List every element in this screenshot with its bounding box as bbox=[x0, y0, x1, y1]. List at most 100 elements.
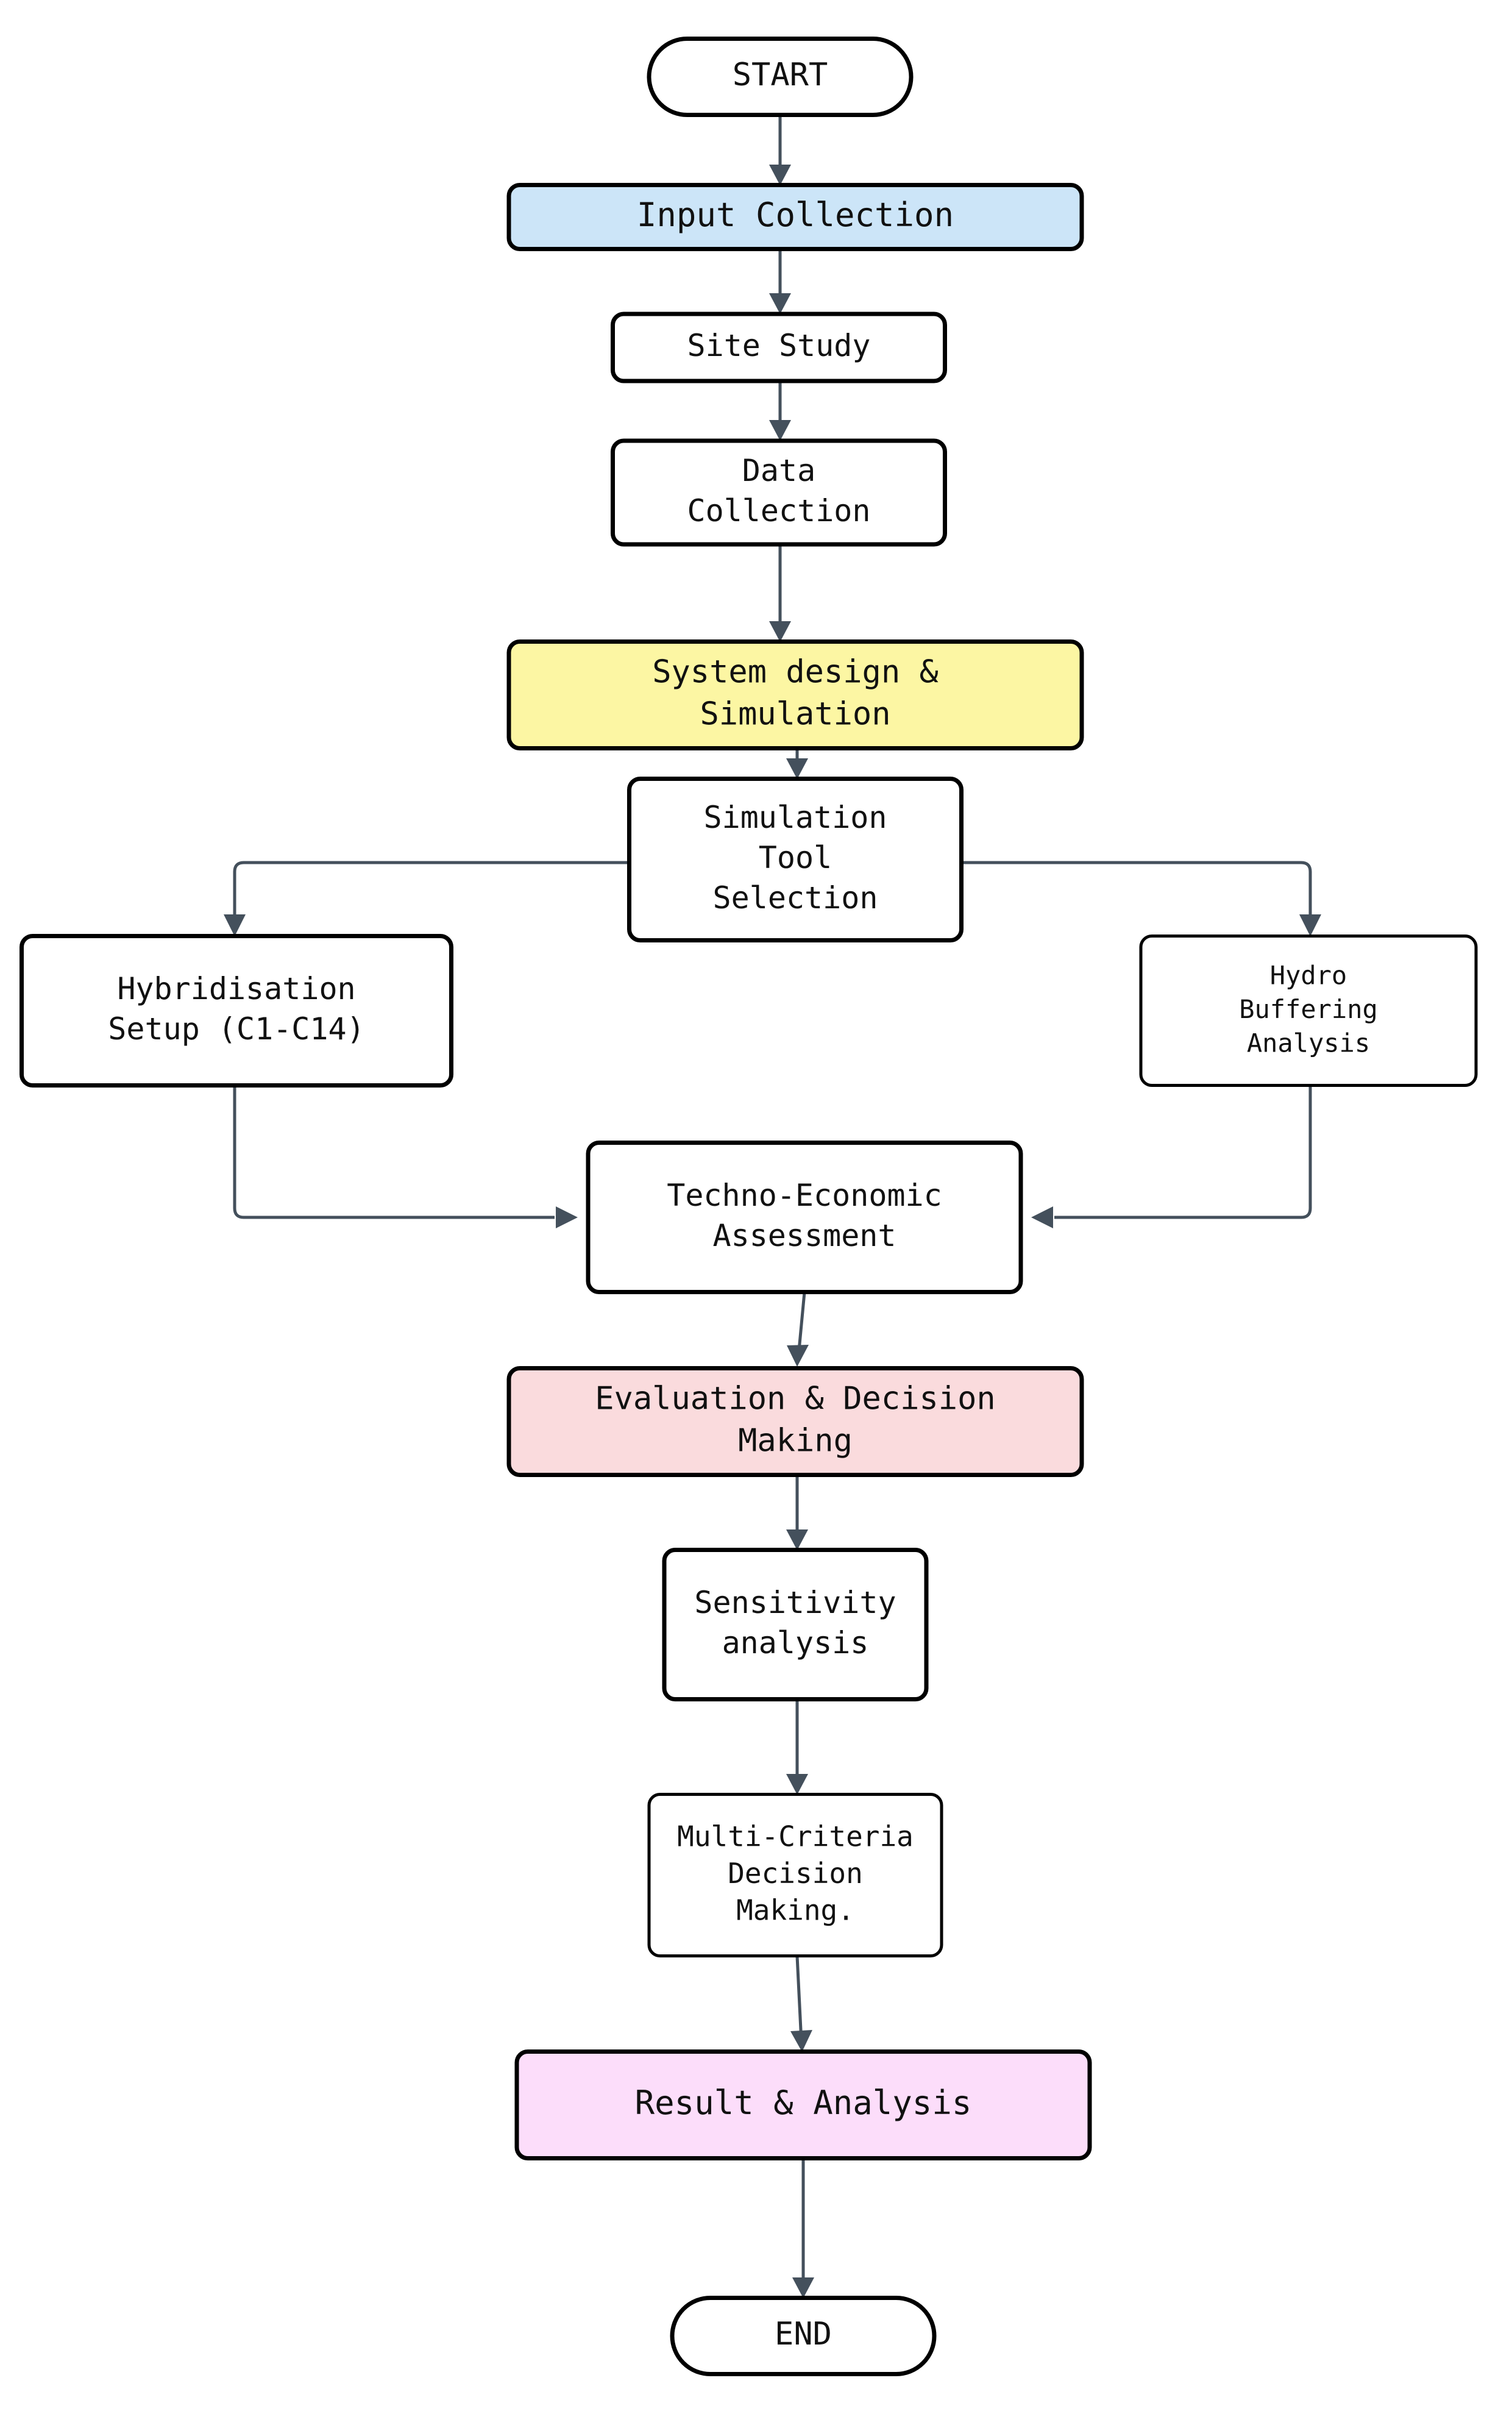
node-label-line: Site Study bbox=[687, 328, 870, 363]
arrow-head-icon bbox=[792, 2277, 814, 2298]
edge-evaluation-to-sensitivity bbox=[786, 1475, 808, 1550]
node-shape bbox=[670, 2296, 937, 2376]
node-label: Input Collection bbox=[637, 196, 954, 234]
edge-line bbox=[233, 861, 630, 914]
node-label-line: analysis bbox=[722, 1625, 869, 1661]
node-shape bbox=[647, 1793, 943, 1957]
edge-sensitivity-to-mcdm bbox=[786, 1700, 808, 1795]
node-shape bbox=[514, 2049, 1092, 2160]
node-label-line: END bbox=[775, 2316, 832, 2352]
arrow-head-icon bbox=[769, 621, 791, 642]
node-label: START bbox=[733, 57, 828, 93]
edge-data-to-system bbox=[769, 544, 791, 642]
node-label-line: Simulation bbox=[703, 800, 887, 835]
node-label: Site Study bbox=[687, 328, 870, 363]
node-label: Result & Analysis bbox=[635, 2084, 972, 2122]
arrow-head-icon bbox=[1031, 1206, 1053, 1228]
edge-line bbox=[1054, 1086, 1312, 1219]
edge-tool-to-hydro bbox=[962, 861, 1321, 936]
node-label-line: System design & bbox=[652, 654, 939, 691]
node-label-line: Simulation bbox=[700, 696, 890, 732]
node-shape bbox=[662, 1548, 929, 1701]
arrow-head-icon bbox=[786, 1529, 808, 1550]
node-shape bbox=[611, 438, 947, 547]
node-shape bbox=[1139, 935, 1478, 1087]
edge-tool-to-hybridisation bbox=[224, 861, 630, 936]
edge-system-to-tool bbox=[786, 749, 808, 779]
arrow-head-icon bbox=[769, 420, 791, 441]
edge-input-to-site bbox=[769, 249, 791, 314]
node-label-line: START bbox=[733, 57, 828, 93]
arrow-head-icon bbox=[556, 1206, 578, 1228]
edge-start-to-input bbox=[769, 115, 791, 185]
node-system-design[interactable]: System design & Simulation bbox=[506, 639, 1084, 750]
node-label-line: Hydro bbox=[1270, 960, 1347, 990]
node-result-analysis[interactable]: Result & Analysis bbox=[514, 2049, 1092, 2160]
arrow-head-icon bbox=[769, 165, 791, 185]
node-label-line: Decision bbox=[728, 1857, 863, 1890]
node-label-line: Making. bbox=[736, 1893, 854, 1926]
node-label-line: Buffering bbox=[1239, 994, 1378, 1024]
node-label-line: Evaluation & Decision bbox=[595, 1381, 995, 1417]
node-label-line: Multi-Criteria bbox=[677, 1820, 914, 1853]
arrow-head-icon bbox=[1299, 914, 1321, 936]
node-label-line: Analysis bbox=[1247, 1028, 1370, 1058]
edge-line bbox=[962, 861, 1312, 914]
node-label-line: Techno-Economic bbox=[667, 1178, 942, 1213]
node-label-line: Collection bbox=[687, 493, 870, 529]
node-site-study[interactable]: Site Study bbox=[611, 312, 947, 383]
node-label-line: Data bbox=[742, 453, 815, 488]
edge-hydro-to-techno bbox=[1031, 1086, 1312, 1228]
arrow-head-icon bbox=[790, 2030, 812, 2052]
edge-techno-to-evaluation bbox=[787, 1292, 809, 1367]
node-shape bbox=[506, 183, 1084, 251]
edge-hybridisation-to-techno bbox=[233, 1086, 578, 1228]
node-input-collection[interactable]: Input Collection bbox=[506, 183, 1084, 251]
node-start[interactable]: START bbox=[647, 37, 914, 117]
node-label-line: Assessment bbox=[712, 1218, 896, 1253]
node-shape bbox=[627, 777, 964, 942]
node-label-line: Result & Analysis bbox=[635, 2084, 972, 2122]
edge-line bbox=[233, 1086, 555, 1219]
node-shape bbox=[506, 1366, 1084, 1477]
node-label-line: Setup (C1-C14) bbox=[108, 1011, 364, 1047]
node-shape bbox=[506, 639, 1084, 750]
node-label-line: Making bbox=[738, 1422, 853, 1459]
edge-line bbox=[795, 1956, 803, 2043]
edges-layer bbox=[224, 115, 1321, 2298]
arrow-head-icon bbox=[769, 293, 791, 314]
arrow-head-icon bbox=[786, 758, 808, 779]
node-label-line: Selection bbox=[713, 880, 878, 916]
edge-mcdm-to-result bbox=[790, 1956, 812, 2052]
edge-result-to-end bbox=[792, 2159, 814, 2298]
arrow-head-icon bbox=[224, 914, 246, 936]
node-label-line: Hybridisation bbox=[117, 971, 355, 1006]
node-shape bbox=[647, 37, 914, 117]
edge-site-to-data bbox=[769, 381, 791, 441]
arrow-head-icon bbox=[786, 1774, 808, 1795]
node-label-line: Tool bbox=[759, 840, 832, 875]
node-label-line: Input Collection bbox=[637, 196, 954, 234]
node-shape bbox=[586, 1141, 1023, 1294]
node-end[interactable]: END bbox=[670, 2296, 937, 2376]
node-label: END bbox=[775, 2316, 832, 2352]
